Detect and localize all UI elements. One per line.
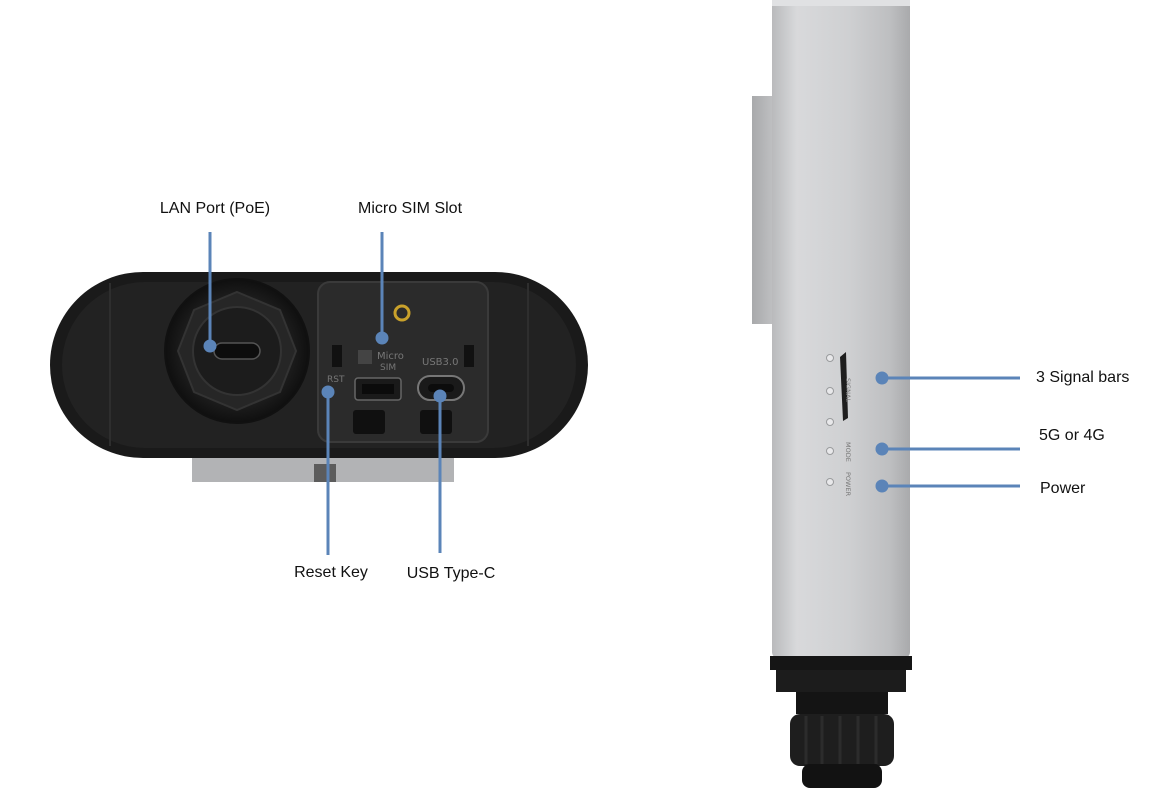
printed-power: POWER: [844, 472, 852, 497]
sim-chip-icon: [358, 350, 372, 364]
label-lan-port: LAN Port (PoE): [159, 200, 271, 217]
screw-icon: [393, 304, 411, 322]
label-reset-key: Reset Key: [294, 564, 368, 581]
power-led: [826, 478, 834, 486]
device-bottom-view: Micro SIM USB3.0 RST: [50, 232, 588, 555]
signal-led-2: [826, 387, 834, 395]
lan-port-icon: [213, 342, 261, 360]
signal-led-1: [826, 354, 834, 362]
label-micro-sim-slot: Micro SIM Slot: [357, 200, 463, 217]
sim-printed-2: SIM: [380, 363, 396, 373]
label-signal-bars: 3 Signal bars: [1036, 369, 1130, 386]
mode-led: [826, 447, 834, 455]
printed-signal: SIGNAL: [844, 378, 852, 402]
printed-mode: MODE: [844, 442, 852, 462]
bracket-notch: [314, 464, 336, 482]
cable-gland: [770, 656, 912, 788]
port-panel: Micro SIM USB3.0 RST: [317, 281, 489, 443]
signal-led-3: [826, 418, 834, 426]
usb-printed: USB3.0: [422, 357, 458, 368]
reset-printed: RST: [327, 375, 345, 385]
signal-bar-icon: [840, 352, 848, 421]
led-indicators: [826, 354, 834, 486]
device-tube: [772, 0, 910, 658]
label-usb-type-c: USB Type-C: [406, 565, 496, 582]
callouts-side: [875, 371, 1020, 493]
device-side-view: SIGNAL MODE POWER: [752, 0, 1020, 788]
label-mode: 5G or 4G: [1039, 427, 1105, 444]
sim-printed-1: Micro: [377, 351, 404, 362]
lan-port-gland: [164, 278, 310, 424]
callouts-bottom: [203, 232, 447, 555]
label-power: Power: [1040, 480, 1086, 497]
